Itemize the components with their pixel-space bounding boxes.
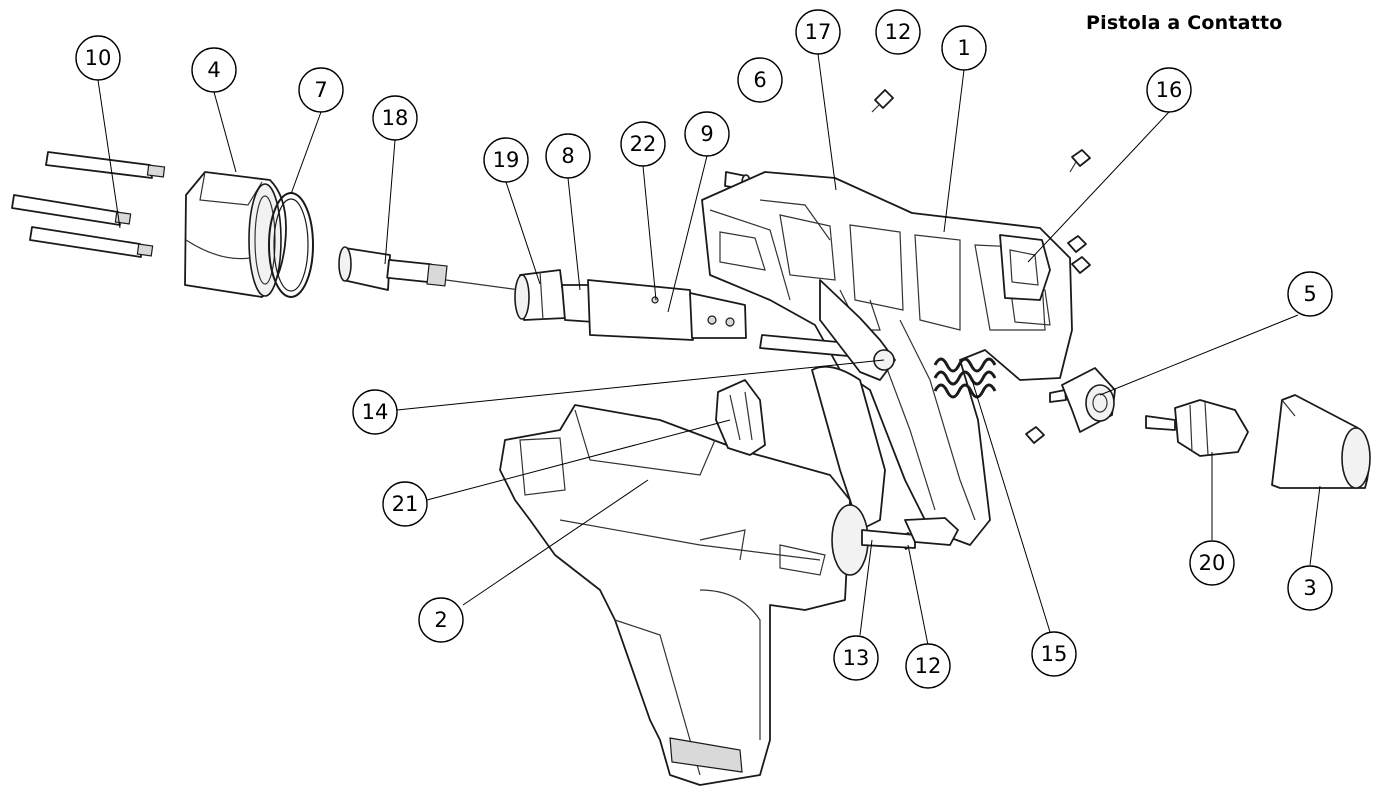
leader-lines: [97, 53, 1321, 646]
callout-label: 16: [1156, 78, 1183, 102]
callout-4: 4: [191, 47, 237, 93]
part-14-trigger: [759, 279, 896, 531]
callout-5: 5: [1287, 271, 1333, 317]
callout-label: 19: [493, 148, 520, 172]
callout-label: 5: [1303, 282, 1316, 306]
callout-7: 7: [298, 67, 344, 113]
part-13-valve-stem: [861, 517, 959, 549]
callout-label: 7: [314, 78, 327, 102]
part-3-cone-cap: [1271, 394, 1371, 489]
part-10-pins: [11, 151, 166, 258]
callout-label: 12: [915, 654, 942, 678]
callout-8: 8: [545, 133, 591, 179]
callout-label: 8: [561, 144, 574, 168]
callout-12-bottom: 12: [905, 643, 951, 689]
callout-label: 3: [1303, 576, 1316, 600]
callout-21: 21: [382, 481, 428, 527]
callout-label: 18: [382, 106, 409, 130]
callout-label: 9: [700, 122, 713, 146]
callout-18: 18: [372, 95, 418, 141]
part-2-housing: [499, 404, 869, 786]
callout-20: 20: [1189, 540, 1235, 586]
part-18-shaft: [338, 246, 521, 291]
part-5-valve: [1049, 367, 1116, 433]
callout-9: 9: [684, 111, 730, 157]
part-19-nut: [514, 269, 567, 321]
callout-label: 6: [753, 68, 766, 92]
callout-16: 16: [1146, 67, 1192, 113]
callout-label: 22: [630, 132, 657, 156]
callout-17: 17: [795, 9, 841, 55]
callout-2: 2: [418, 597, 464, 643]
callout-label: 13: [843, 646, 870, 670]
callout-6: 6: [737, 57, 783, 103]
callout-1: 1: [941, 25, 987, 71]
callout-19: 19: [483, 137, 529, 183]
callout-22: 22: [620, 121, 666, 167]
part-8-tube: [561, 279, 747, 341]
callout-label: 12: [885, 20, 912, 44]
callout-label: 10: [85, 46, 112, 70]
callout-label: 1: [957, 36, 970, 60]
callout-14: 14: [352, 389, 398, 435]
callout-label: 15: [1041, 642, 1068, 666]
callout-3: 3: [1287, 565, 1333, 611]
callout-label: 2: [434, 608, 447, 632]
callout-label: 4: [207, 58, 220, 82]
callout-label: 21: [392, 492, 419, 516]
callout-10: 10: [75, 35, 121, 81]
callout-label: 17: [805, 20, 832, 44]
part-20-nozzle-tip: [1145, 399, 1249, 457]
part-16-bracket: [999, 234, 1051, 301]
callout-label: 20: [1199, 551, 1226, 575]
callout-15: 15: [1031, 631, 1077, 677]
diagram-title: Pistola a Contatto: [1086, 12, 1283, 34]
callout-12-top: 12: [875, 9, 921, 55]
callout-label: 14: [362, 400, 389, 424]
callout-13: 13: [833, 635, 879, 681]
part-15-spring: [933, 357, 997, 399]
part-21-clip: [715, 379, 766, 456]
part-4-sleeve: [184, 171, 287, 298]
